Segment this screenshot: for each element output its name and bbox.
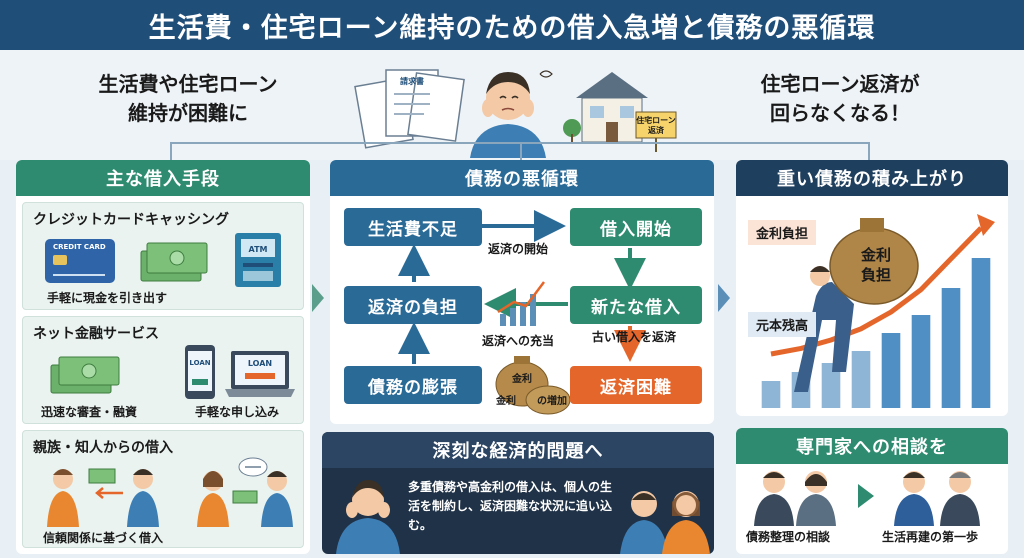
cycle-box-difficulty: 返済困難 [570,366,702,404]
family-loan-box: 親族・知人からの借入 [22,430,304,548]
connector-line [170,142,172,162]
debt-bar [881,333,901,408]
cycle-box-burden: 返済の負担 [344,286,482,324]
expert-caption-left: 債務整理の相談 [746,530,831,544]
top-illustration: 請求書 住宅ローン 返済 [354,69,677,158]
credit-illustration: CREDIT CARD ATM [45,233,281,287]
debt-bar [971,258,991,408]
expert-consult-panel: 専門家への相談を 債務整理の相談 生活再建の第一歩 [736,428,1008,554]
top-left-line2: 維持が困難に [128,101,248,125]
debt-bar [761,381,781,408]
expert-caption-right: 生活再建の第一歩 [882,530,979,544]
serious-problem-panel: 深刻な経済的問題へ 多重債務や高金利の借入は、個人の生活を制約し、返済困難な状況… [322,432,714,554]
credit-card-icon: CREDIT CARD [45,239,115,283]
cycle-box-shortage: 生活費不足 [344,208,482,246]
speech-bubble-icon [238,457,268,477]
smartphone-icon: LOAN [185,345,215,399]
svg-text:CREDIT CARD: CREDIT CARD [53,243,106,251]
atm-icon: ATM [235,233,281,287]
borrowing-methods-header: 主な借入手段 [16,160,310,196]
debt-cycle-panel: 債務の悪循環 金利 金利 の増加 生活費不足 [330,160,714,424]
cycle-box-expand: 債務の膨張 [344,366,482,404]
svg-text:金利: 金利 [495,394,516,407]
svg-text:LOAN: LOAN [189,359,210,367]
credit-card-title: クレジットカードキャッシング [33,212,229,228]
laptop-icon: LOAN [225,351,295,397]
house-icon: 住宅ローン 返済 [563,72,677,152]
family-loan-title: 親族・知人からの借入 [33,440,173,456]
worried-couple-icon [620,491,710,554]
family-illustration [47,457,293,527]
connector-line [868,142,870,162]
label-repay-start: 返済の開始 [488,242,549,256]
label-old-repay: 古い借入を返済 [592,330,677,344]
top-left-text: 生活費や住宅ローン 維持が困難に [68,70,308,128]
cash-icon [50,356,120,394]
svg-text:負担: 負担 [861,266,891,284]
bill-icon: 請求書 [354,69,465,149]
expert-consult-header: 専門家への相談を [736,428,1008,464]
money-bag-icon: 金利 金利 の増加 [495,356,571,415]
cash-icon [232,490,258,504]
principal-balance-label: 元本残高 [748,312,817,337]
debt-buildup-panel: 重い債務の積み上がり 金利 負担 金利負担 元本残高 [736,160,1008,416]
borrowing-methods-panel: 主な借入手段 クレジットカードキャッシング CREDIT CARD ATM [16,160,310,554]
cash-icon [88,468,123,499]
expert-illustration [754,471,980,526]
debt-bar [941,288,961,408]
chevron-right-icon [312,284,324,312]
debt-bar [911,315,931,408]
advisor-icon [754,471,836,526]
debt-bar [851,351,871,408]
top-right-line2: 回らなくなる！ [770,101,910,125]
person-icon [127,469,159,527]
person-icon [197,471,229,527]
label-repay-fill: 返済への充当 [482,334,555,348]
net-illustration: LOAN LOAN [50,345,295,399]
svg-text:金利: 金利 [860,246,891,264]
chevron-right-icon [858,484,874,508]
cycle-box-new-loan: 新たな借入 [570,286,702,324]
person-carrying-bag-icon: 金利 負担 [794,218,919,392]
top-right-line1: 住宅ローン返済が [760,72,920,96]
top-right-text: 住宅ローン返済が 回らなくなる！ [720,70,960,128]
cycle-box-start: 借入開始 [570,208,702,246]
net-caption-left: 迅速な審査・融資 [41,405,138,419]
arrow-up-icon [977,214,995,236]
debt-bar [821,363,841,408]
person-icon [47,469,79,527]
credit-caption: 手軽に現金を引き出す [47,291,168,305]
credit-card-box: クレジットカードキャッシング CREDIT CARD ATM 手軽に現金を引 [22,202,304,310]
advisor-icon [894,471,980,526]
connector-line [520,142,522,162]
serious-problem-body: 多重債務や高金利の借入は、個人の生活を制約し、返済困難な状況に追い込む。 [408,480,613,532]
net-finance-title: ネット金融サービス [33,326,159,342]
serious-problem-header: 深刻な経済的問題へ [322,432,714,468]
svg-text:ATM: ATM [249,245,268,254]
svg-text:LOAN: LOAN [248,359,272,368]
worried-person-icon [470,70,553,158]
cycle-arrows: 金利 金利 の増加 [398,210,646,415]
svg-text:金利: 金利 [511,372,532,385]
page-title: 生活費・住宅ローン維持のための借入急増と債務の悪循環 [148,12,876,44]
top-left-line1: 生活費や住宅ローン [98,72,278,96]
cash-icon [140,242,208,282]
debt-cycle-header: 債務の悪循環 [330,160,714,196]
interest-burden-label: 金利負担 [748,220,817,245]
worried-man-icon [336,480,400,554]
debt-chart: 金利 負担 [761,214,995,408]
debt-buildup-header: 重い債務の積み上がり [736,160,1008,196]
net-caption-right: 手軽な申し込み [195,405,280,419]
svg-text:の増加: の増加 [537,394,567,407]
family-caption: 信頼関係に基づく借入 [43,531,164,545]
title-bar: 生活費・住宅ローン維持のための借入急増と債務の悪循環 [0,0,1024,50]
svg-text:請求書: 請求書 [400,76,424,86]
chevron-right-icon [718,284,730,312]
net-finance-box: ネット金融サービス LOAN LOAN 迅速な審査・融資 手軽な申し [22,316,304,424]
svg-text:住宅ローン: 住宅ローン [636,115,676,125]
person-icon [261,471,293,527]
mini-growth-chart-icon [497,281,545,326]
svg-text:返済: 返済 [648,125,665,135]
